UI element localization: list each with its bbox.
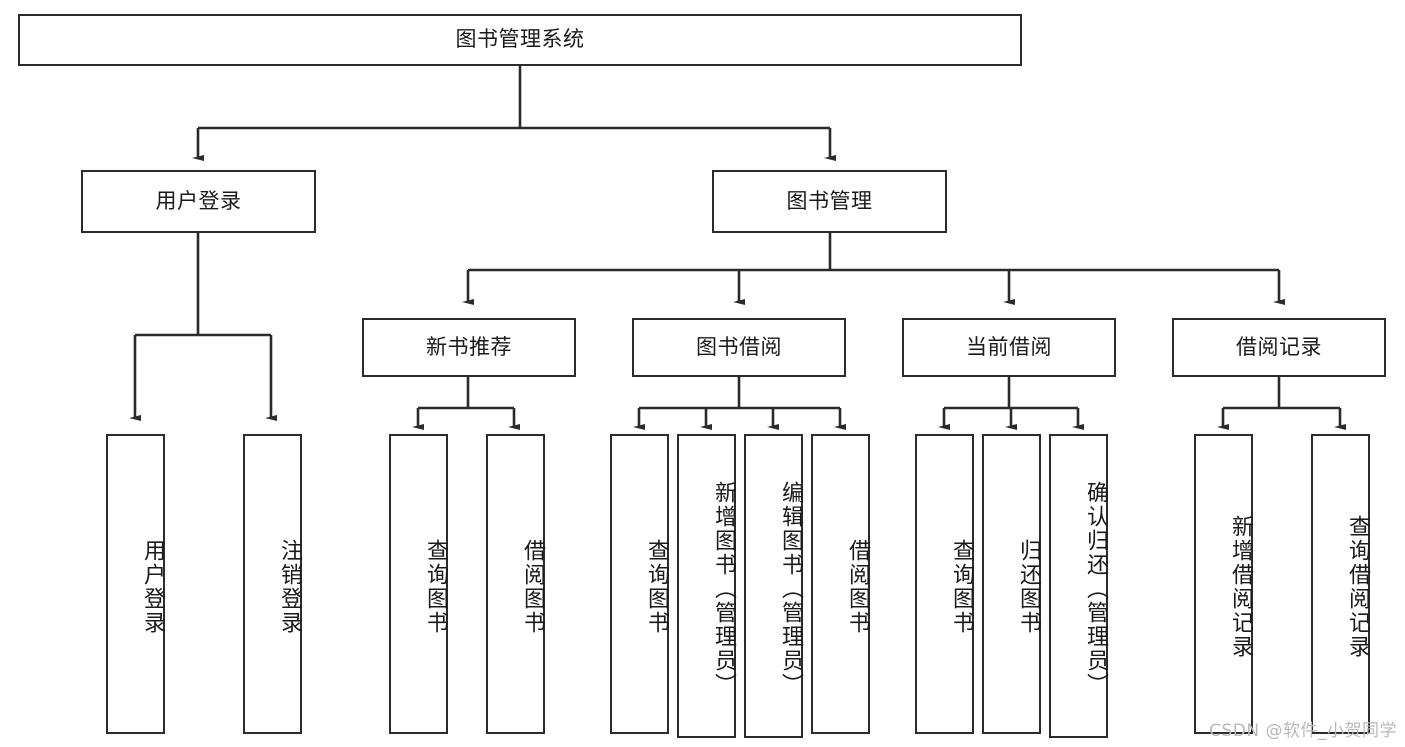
node-label: 查询图书 — [423, 539, 448, 635]
node-label: 图书管理 — [786, 188, 873, 213]
leaf-user-login-login[interactable]: 用户登录 — [106, 434, 165, 734]
node-label: 查询图书 — [949, 539, 974, 635]
leaf-current-borrow-confirm-return-admin[interactable]: 确认归还（管理员） — [1049, 434, 1108, 738]
node-label: 新书推荐 — [426, 334, 512, 359]
node-label: 用户登录 — [140, 539, 165, 635]
node-label: 借阅记录 — [1236, 334, 1322, 359]
node-label: 编辑图书（管理员） — [778, 481, 803, 697]
node-current-borrow[interactable]: 当前借阅 — [902, 318, 1116, 377]
node-label: 用户登录 — [155, 188, 242, 213]
node-root-book-management-system[interactable]: 图书管理系统 — [18, 14, 1022, 66]
leaf-current-borrow-query-book[interactable]: 查询图书 — [915, 434, 974, 734]
leaf-borrow-record-query-record[interactable]: 查询借阅记录 — [1311, 434, 1370, 734]
leaf-new-book-query-book[interactable]: 查询图书 — [389, 434, 448, 734]
node-label: 查询借阅记录 — [1345, 515, 1370, 659]
leaf-user-login-logout[interactable]: 注销登录 — [243, 434, 302, 734]
node-label: 新增借阅记录 — [1228, 515, 1253, 659]
leaf-book-borrow-add-book-admin[interactable]: 新增图书（管理员） — [677, 434, 736, 738]
leaf-book-borrow-query-book[interactable]: 查询图书 — [610, 434, 669, 734]
leaf-new-book-borrow-book[interactable]: 借阅图书 — [486, 434, 545, 734]
leaf-book-borrow-edit-book-admin[interactable]: 编辑图书（管理员） — [744, 434, 803, 738]
leaf-book-borrow-borrow-book[interactable]: 借阅图书 — [811, 434, 870, 734]
node-label: 新增图书（管理员） — [711, 481, 736, 697]
node-label: 借阅图书 — [520, 539, 545, 635]
node-borrow-record[interactable]: 借阅记录 — [1172, 318, 1386, 377]
node-label: 借阅图书 — [845, 539, 870, 635]
node-new-book-recommend[interactable]: 新书推荐 — [362, 318, 576, 377]
node-label: 注销登录 — [277, 539, 302, 635]
node-label: 归还图书 — [1016, 539, 1041, 635]
node-user-login[interactable]: 用户登录 — [81, 170, 316, 233]
node-book-borrow[interactable]: 图书借阅 — [632, 318, 846, 377]
leaf-current-borrow-return-book[interactable]: 归还图书 — [982, 434, 1041, 734]
node-label: 确认归还（管理员） — [1083, 481, 1108, 697]
node-label: 当前借阅 — [966, 334, 1052, 359]
node-label: 查询图书 — [644, 539, 669, 635]
node-label: 图书管理系统 — [455, 27, 585, 52]
leaf-borrow-record-add-record[interactable]: 新增借阅记录 — [1194, 434, 1253, 734]
node-label: 图书借阅 — [696, 334, 782, 359]
node-book-management[interactable]: 图书管理 — [712, 170, 947, 233]
